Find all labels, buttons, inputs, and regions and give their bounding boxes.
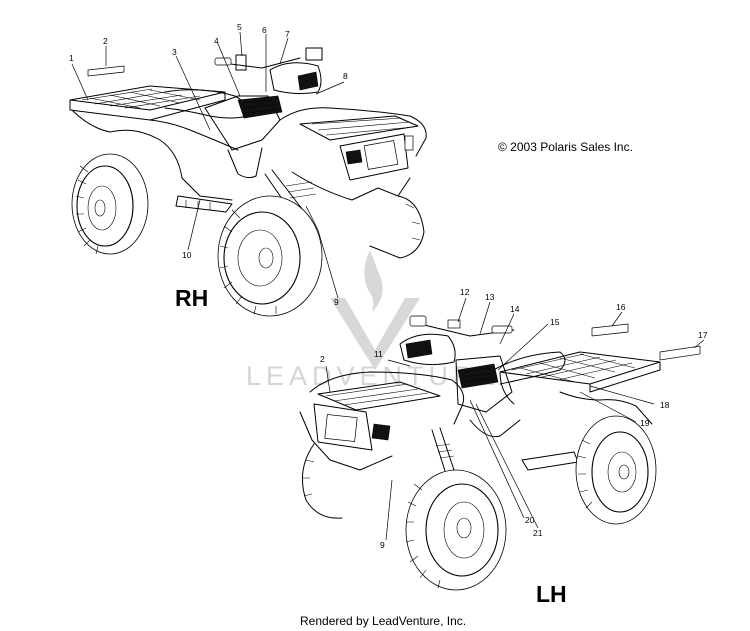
lh-view-label: LH [536, 581, 567, 607]
callout-1: 1 [69, 53, 74, 63]
copyright-notice: © 2003 Polaris Sales Inc. [498, 140, 633, 154]
lh-callouts: 2 11 12 13 14 15 16 17 18 19 20 21 9 [320, 287, 708, 550]
callout-5: 5 [237, 22, 242, 32]
callout-15: 15 [550, 317, 560, 327]
atv-lh-view [299, 315, 661, 591]
lh-leader-lines [325, 297, 705, 541]
callout-6: 6 [262, 25, 267, 35]
callout-4: 4 [214, 36, 219, 46]
callout-9: 9 [334, 297, 339, 307]
callout-2: 2 [103, 36, 108, 46]
callout-19: 19 [640, 418, 650, 428]
rh-rear-wheel [71, 153, 149, 255]
callout-8: 8 [343, 71, 348, 81]
rh-front-wheel [217, 195, 323, 317]
footer-credit: Rendered by LeadVenture, Inc. [300, 614, 466, 628]
callout-7: 7 [285, 29, 290, 39]
lh-rear-wheel [575, 415, 657, 525]
callout-9-lh: 9 [380, 540, 385, 550]
callout-3: 3 [172, 47, 177, 57]
rh-view-label: RH [175, 285, 208, 311]
callout-10: 10 [182, 250, 192, 260]
callout-17: 17 [698, 330, 708, 340]
callout-12: 12 [460, 287, 470, 297]
callout-20: 20 [525, 515, 535, 525]
callout-13: 13 [485, 292, 495, 302]
callout-16: 16 [616, 302, 626, 312]
callout-2-lh: 2 [320, 354, 325, 364]
lh-front-wheel [405, 469, 507, 591]
rh-callouts: 1 2 3 4 5 6 7 8 9 10 [69, 22, 348, 307]
callout-11: 11 [374, 349, 383, 359]
callout-18: 18 [660, 400, 670, 410]
atv-rh-view [69, 47, 427, 317]
callout-21: 21 [533, 528, 543, 538]
callout-14: 14 [510, 304, 520, 314]
rh-leader-lines [71, 31, 345, 299]
